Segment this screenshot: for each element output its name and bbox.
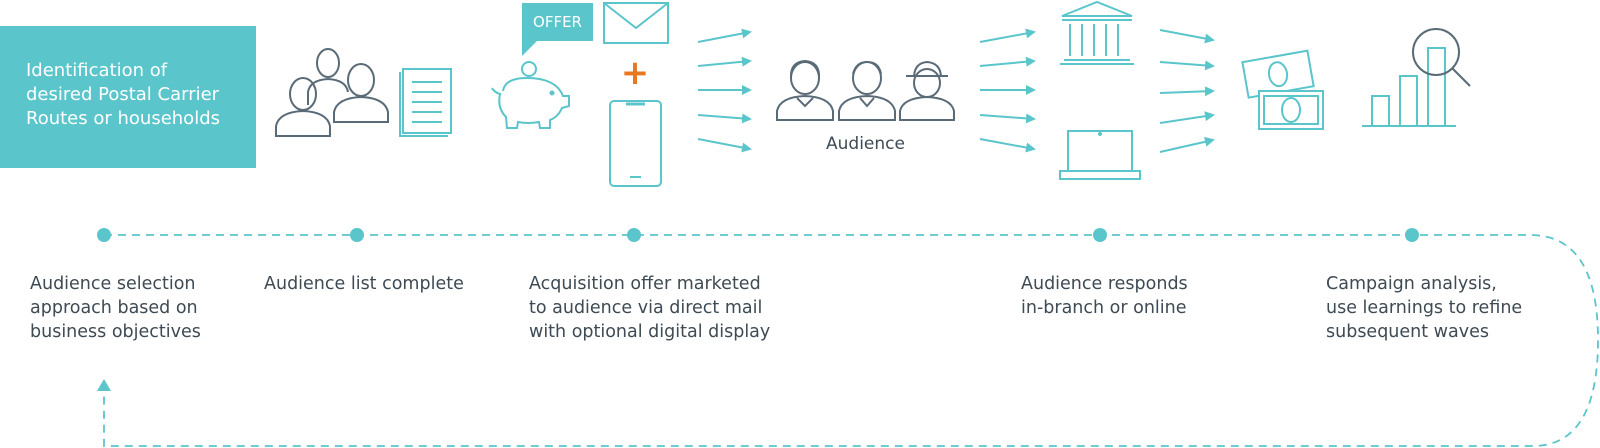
people-group-icon: [275, 48, 389, 137]
timeline-arrowhead: [97, 379, 111, 391]
audience-people-icon: [776, 59, 955, 121]
money-bills-icon: [1241, 49, 1324, 130]
timeline-dot: [97, 228, 111, 242]
step-line: use learnings to refine: [1326, 298, 1523, 318]
header-line: Routes or households: [26, 108, 220, 129]
step-4-description: Audience responds in-branch or online: [1021, 272, 1188, 320]
timeline-dot: [1093, 228, 1107, 242]
offer-tag-tail: [522, 40, 538, 56]
step-line: Audience selection: [30, 274, 196, 294]
step-line: Acquisition offer marketed: [529, 274, 761, 294]
document-icon: [399, 68, 452, 137]
header-box: Identification of desired Postal Carrier…: [0, 26, 256, 168]
bar-chart-magnifier-icon: [1362, 28, 1471, 127]
arrows-to-channels: [979, 28, 1036, 153]
step-line: to audience via direct mail: [529, 298, 763, 318]
step-line: Campaign analysis,: [1326, 274, 1497, 294]
header-box-text: Identification of desired Postal Carrier…: [26, 59, 246, 131]
header-line: Identification of: [26, 60, 168, 81]
bank-building-icon: [1060, 0, 1134, 65]
step-3-description: Acquisition offer marketed to audience v…: [529, 272, 770, 344]
step-line: subsequent waves: [1326, 322, 1489, 342]
audience-label: Audience: [826, 134, 905, 154]
step-1-description: Audience selection approach based on bus…: [30, 272, 201, 344]
step-line: business objectives: [30, 322, 201, 342]
laptop-icon: [1059, 130, 1141, 180]
timeline-dot: [627, 228, 641, 242]
arrows-to-audience: [697, 28, 752, 153]
timeline-dashed-path: [103, 234, 1599, 447]
smartphone-icon: [609, 100, 662, 187]
timeline: [97, 228, 1599, 447]
plus-sign: +: [621, 53, 650, 93]
timeline-dot: [1405, 228, 1419, 242]
offer-tag: OFFER: [522, 3, 593, 41]
header-line: desired Postal Carrier: [26, 84, 220, 105]
timeline-dot: [350, 228, 364, 242]
envelope-icon: [603, 2, 669, 44]
arrows-to-revenue: [1159, 29, 1215, 153]
piggy-bank-icon: [491, 61, 570, 129]
step-line: Audience list complete: [264, 274, 464, 294]
step-line: Audience responds: [1021, 274, 1188, 294]
step-2-description: Audience list complete: [264, 272, 464, 296]
step-line: approach based on: [30, 298, 198, 318]
step-5-description: Campaign analysis, use learnings to refi…: [1326, 272, 1522, 344]
step-line: with optional digital display: [529, 322, 771, 342]
step-line: in-branch or online: [1021, 298, 1187, 318]
